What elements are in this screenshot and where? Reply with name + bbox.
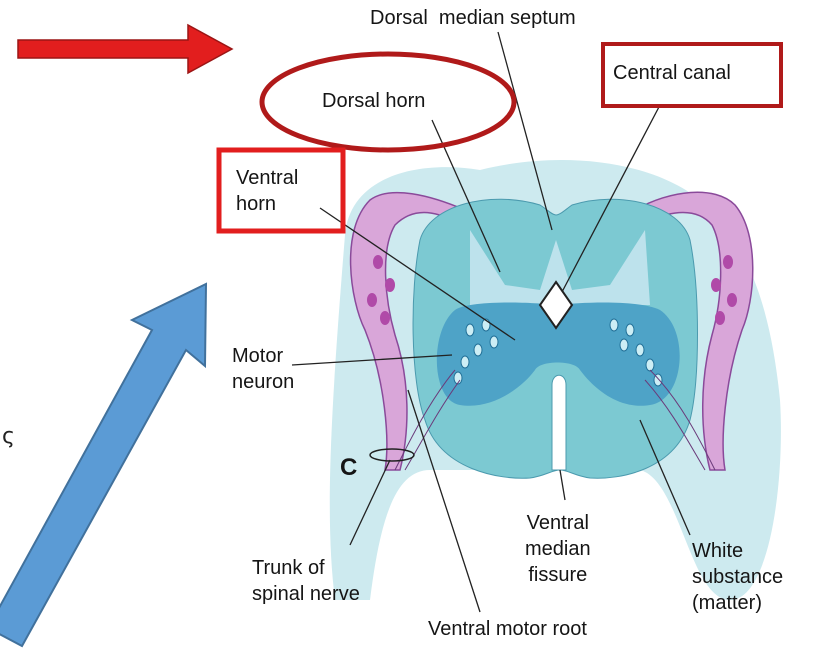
red-arrow-icon: [18, 25, 232, 73]
ventral-fissure: [552, 375, 566, 470]
label-motor-neuron: Motor neuron: [232, 343, 294, 395]
label-dorsal-horn: Dorsal horn: [322, 88, 425, 114]
label-white-substance: White substance (matter): [692, 538, 783, 616]
label-central-canal: Central canal: [613, 60, 731, 86]
label-ventral-horn: Ventral horn: [236, 165, 298, 217]
label-trunk-of-spinal-nerve: Trunk of spinal nerve: [252, 555, 360, 607]
blue-arrow-icon: [0, 284, 206, 646]
label-dorsal-median-septum: Dorsal median septum: [370, 5, 576, 31]
label-panel-letter: C: [340, 455, 357, 481]
label-ventral-median-fissure: Ventral median fissure: [525, 510, 591, 588]
label-ventral-motor-root: Ventral motor root: [428, 616, 587, 642]
cropped-text-fragment: ς: [2, 424, 15, 449]
